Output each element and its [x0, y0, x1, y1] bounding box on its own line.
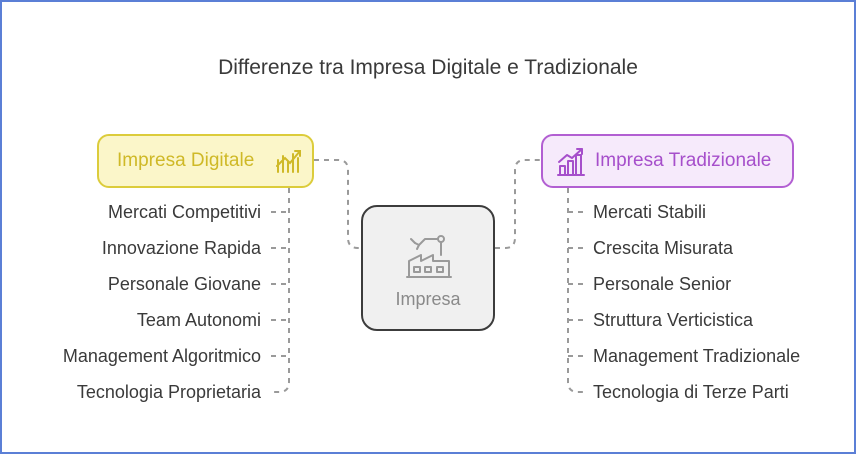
bar-chart-trend-icon — [557, 148, 585, 176]
connector-left-to-center — [314, 159, 361, 249]
right-item-3: Personale Senior — [593, 274, 732, 294]
right-item-4: Struttura Verticistica — [593, 310, 754, 330]
right-item-5: Management Tradizionale — [593, 346, 801, 366]
right-item-1: Mercati Stabili — [593, 202, 707, 222]
right-ticks — [568, 211, 586, 357]
chart-growth-icon — [276, 150, 301, 173]
right-spine — [567, 188, 586, 393]
left-spine — [271, 188, 290, 393]
left-item-3: Personale Giovane — [107, 274, 261, 294]
connector-right-to-center — [495, 159, 541, 249]
left-item-5: Management Algoritmico — [62, 346, 261, 366]
left-item-4: Team Autonomi — [136, 310, 261, 330]
left-item-1: Mercati Competitivi — [107, 202, 261, 222]
left-ticks — [271, 211, 289, 357]
digital-enterprise-label: Impresa Digitale — [117, 150, 255, 171]
traditional-enterprise-label: Impresa Tradizionale — [595, 150, 772, 171]
right-item-2: Crescita Misurata — [593, 238, 734, 258]
left-item-2: Innovazione Rapida — [101, 238, 261, 258]
diagram-title: Differenze tra Impresa Digitale e Tradiz… — [218, 56, 638, 79]
digital-enterprise-box: Impresa Digitale — [97, 134, 314, 188]
left-item-6: Tecnologia Proprietaria — [76, 382, 261, 402]
traditional-enterprise-box: Impresa Tradizionale — [541, 134, 794, 188]
enterprise-center-label: Impresa — [395, 289, 461, 309]
enterprise-center-node: Impresa — [361, 205, 495, 331]
right-item-6: Tecnologia di Terze Parti — [593, 382, 789, 402]
factory-robot-arm-icon — [406, 235, 452, 278]
